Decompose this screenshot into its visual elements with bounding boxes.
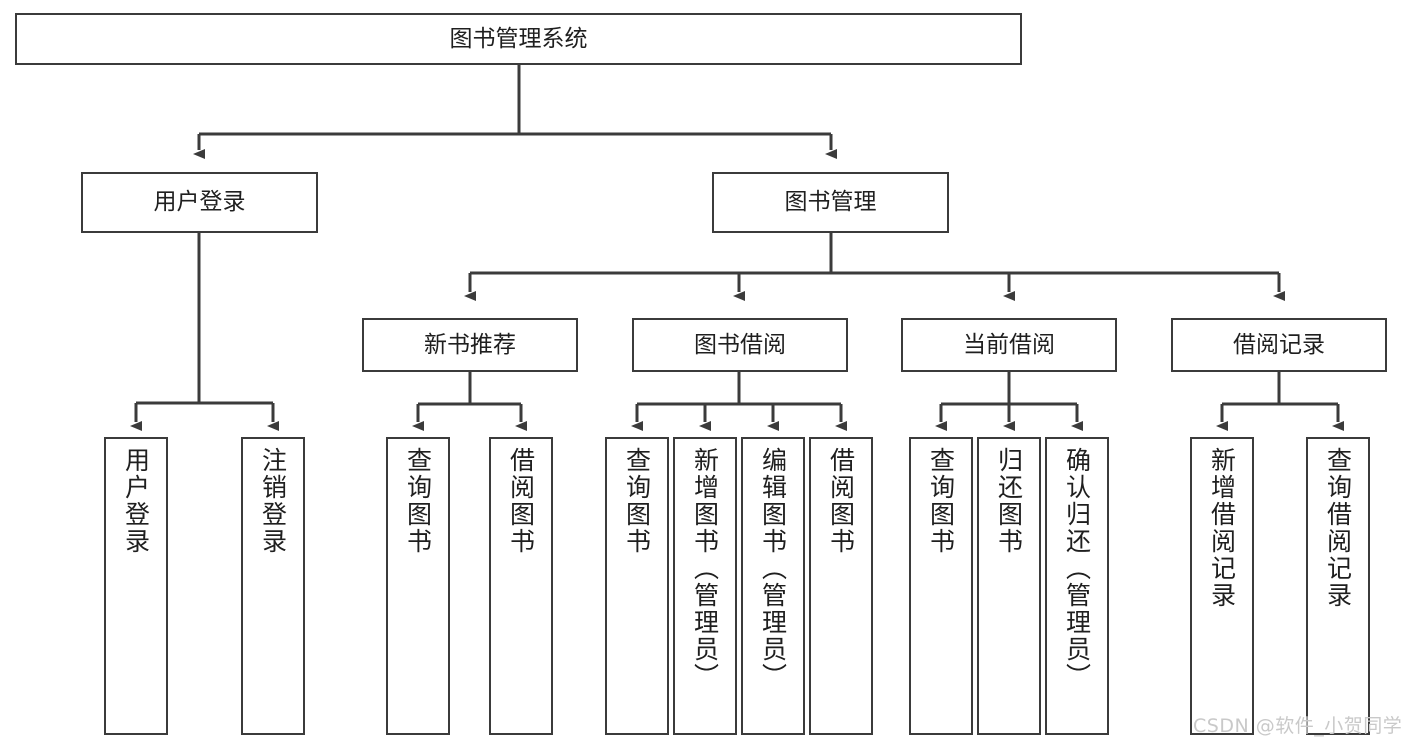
node-book-borrow-label: 图书借阅 <box>694 331 786 358</box>
node-root[interactable]: 图书管理系统 <box>15 13 1022 65</box>
node-book-manage-label: 图书管理 <box>784 189 877 216</box>
node-borrow-record[interactable]: 借阅记录 <box>1171 318 1387 372</box>
node-leaf-borrow-book-1[interactable]: 借阅图书 <box>489 437 553 735</box>
csdn-watermark: CSDN @软件_小贺同学 <box>1193 715 1403 737</box>
node-leaf-query-book-1-label: 查询图书 <box>403 447 433 555</box>
node-new-book-recommend-label: 新书推荐 <box>424 331 516 358</box>
node-current-borrow[interactable]: 当前借阅 <box>901 318 1117 372</box>
node-current-borrow-label: 当前借阅 <box>963 331 1055 358</box>
node-leaf-return-book-label: 归还图书 <box>994 447 1024 555</box>
node-leaf-user-login-label: 用户登录 <box>121 447 151 555</box>
node-leaf-query-record[interactable]: 查询借阅记录 <box>1306 437 1370 735</box>
node-leaf-return-book[interactable]: 归还图书 <box>977 437 1041 735</box>
node-leaf-logout-login[interactable]: 注销登录 <box>241 437 305 735</box>
node-leaf-add-record[interactable]: 新增借阅记录 <box>1190 437 1254 735</box>
node-new-book-recommend[interactable]: 新书推荐 <box>362 318 578 372</box>
node-leaf-query-record-label: 查询借阅记录 <box>1323 447 1353 609</box>
node-user-login-label: 用户登录 <box>153 189 246 216</box>
node-user-login[interactable]: 用户登录 <box>81 172 318 233</box>
node-leaf-query-book-2-label: 查询图书 <box>622 447 652 555</box>
node-leaf-borrow-book-1-label: 借阅图书 <box>506 447 536 555</box>
node-leaf-logout-login-label: 注销登录 <box>258 447 288 555</box>
node-leaf-query-book-1[interactable]: 查询图书 <box>386 437 450 735</box>
node-leaf-query-book-2[interactable]: 查询图书 <box>605 437 669 735</box>
node-leaf-confirm-return-label: 确认归还（管理员） <box>1062 447 1092 690</box>
node-borrow-record-label: 借阅记录 <box>1233 331 1325 358</box>
node-leaf-borrow-book-2[interactable]: 借阅图书 <box>809 437 873 735</box>
node-book-manage[interactable]: 图书管理 <box>712 172 949 233</box>
node-leaf-add-record-label: 新增借阅记录 <box>1207 447 1237 609</box>
node-book-borrow[interactable]: 图书借阅 <box>632 318 848 372</box>
node-leaf-edit-book[interactable]: 编辑图书（管理员） <box>741 437 805 735</box>
node-leaf-borrow-book-2-label: 借阅图书 <box>826 447 856 555</box>
node-leaf-add-book-label: 新增图书（管理员） <box>690 447 720 690</box>
node-leaf-confirm-return[interactable]: 确认归还（管理员） <box>1045 437 1109 735</box>
node-leaf-user-login[interactable]: 用户登录 <box>104 437 168 735</box>
node-leaf-edit-book-label: 编辑图书（管理员） <box>758 447 788 690</box>
node-root-label: 图书管理系统 <box>449 25 588 52</box>
node-leaf-add-book[interactable]: 新增图书（管理员） <box>673 437 737 735</box>
node-leaf-query-book-3[interactable]: 查询图书 <box>909 437 973 735</box>
node-leaf-query-book-3-label: 查询图书 <box>926 447 956 555</box>
